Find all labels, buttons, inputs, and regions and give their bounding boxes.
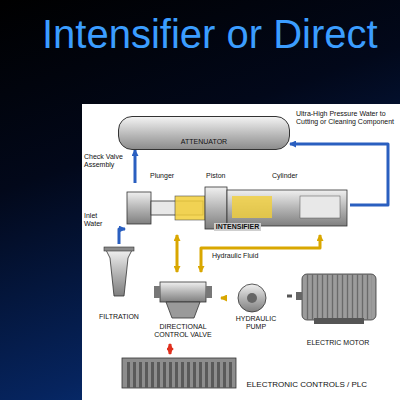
part-label: Plunger	[150, 172, 190, 180]
pipe-connector	[176, 235, 179, 272]
valve-drawing	[154, 282, 212, 318]
part-label: Inlet Water	[84, 212, 114, 228]
node-label: HYDRAULIC PUMP	[225, 315, 287, 331]
pipe-connector	[201, 235, 320, 272]
node-label: ELECTRIC MOTOR	[307, 339, 370, 347]
hydraulic-pump: HYDRAULIC PUMP	[225, 276, 287, 336]
pipe-connector	[169, 344, 172, 354]
electric-motor: ELECTRIC MOTOR	[292, 266, 384, 352]
part-label: Cylinder	[272, 172, 316, 180]
panel	[82, 104, 400, 400]
part-label: Piston	[206, 172, 246, 180]
node-label: INTENSIFIER	[214, 223, 262, 231]
controls-drawing	[122, 358, 236, 388]
part-label: Hydraulic Fluid	[212, 252, 282, 260]
pipe-connector	[290, 144, 388, 205]
node-label: ATTENUATOR	[181, 138, 227, 146]
pump-drawing	[238, 284, 266, 312]
intensifier-unit: INTENSIFIER	[125, 183, 350, 235]
motor-drawing	[296, 274, 376, 324]
node-label: ELECTRONIC CONTROLS / PLC	[247, 380, 367, 389]
control-panel: ELECTRONIC CONTROLS / PLC	[115, 354, 367, 392]
slide-title: Intensifier or Direct	[42, 12, 378, 56]
pipe-connector	[119, 229, 125, 244]
attenuator-cylinder: ATTENUATOR	[118, 116, 290, 150]
node-label: DIRECTIONAL CONTROL VALVE	[145, 323, 221, 339]
filter-drawing	[104, 247, 134, 296]
control-valve: DIRECTIONAL CONTROL VALVE	[145, 272, 221, 344]
output-note: Ultra-High Pressure Water to Cutting or …	[296, 110, 396, 126]
pipe-connector	[287, 295, 292, 298]
filter-unit: FILTRATION	[90, 244, 148, 326]
node-label: FILTRATION	[99, 313, 139, 321]
pipe-connector	[134, 150, 137, 183]
part-label: Check Valve Assembly	[84, 153, 130, 169]
pipe-connector	[221, 297, 225, 300]
